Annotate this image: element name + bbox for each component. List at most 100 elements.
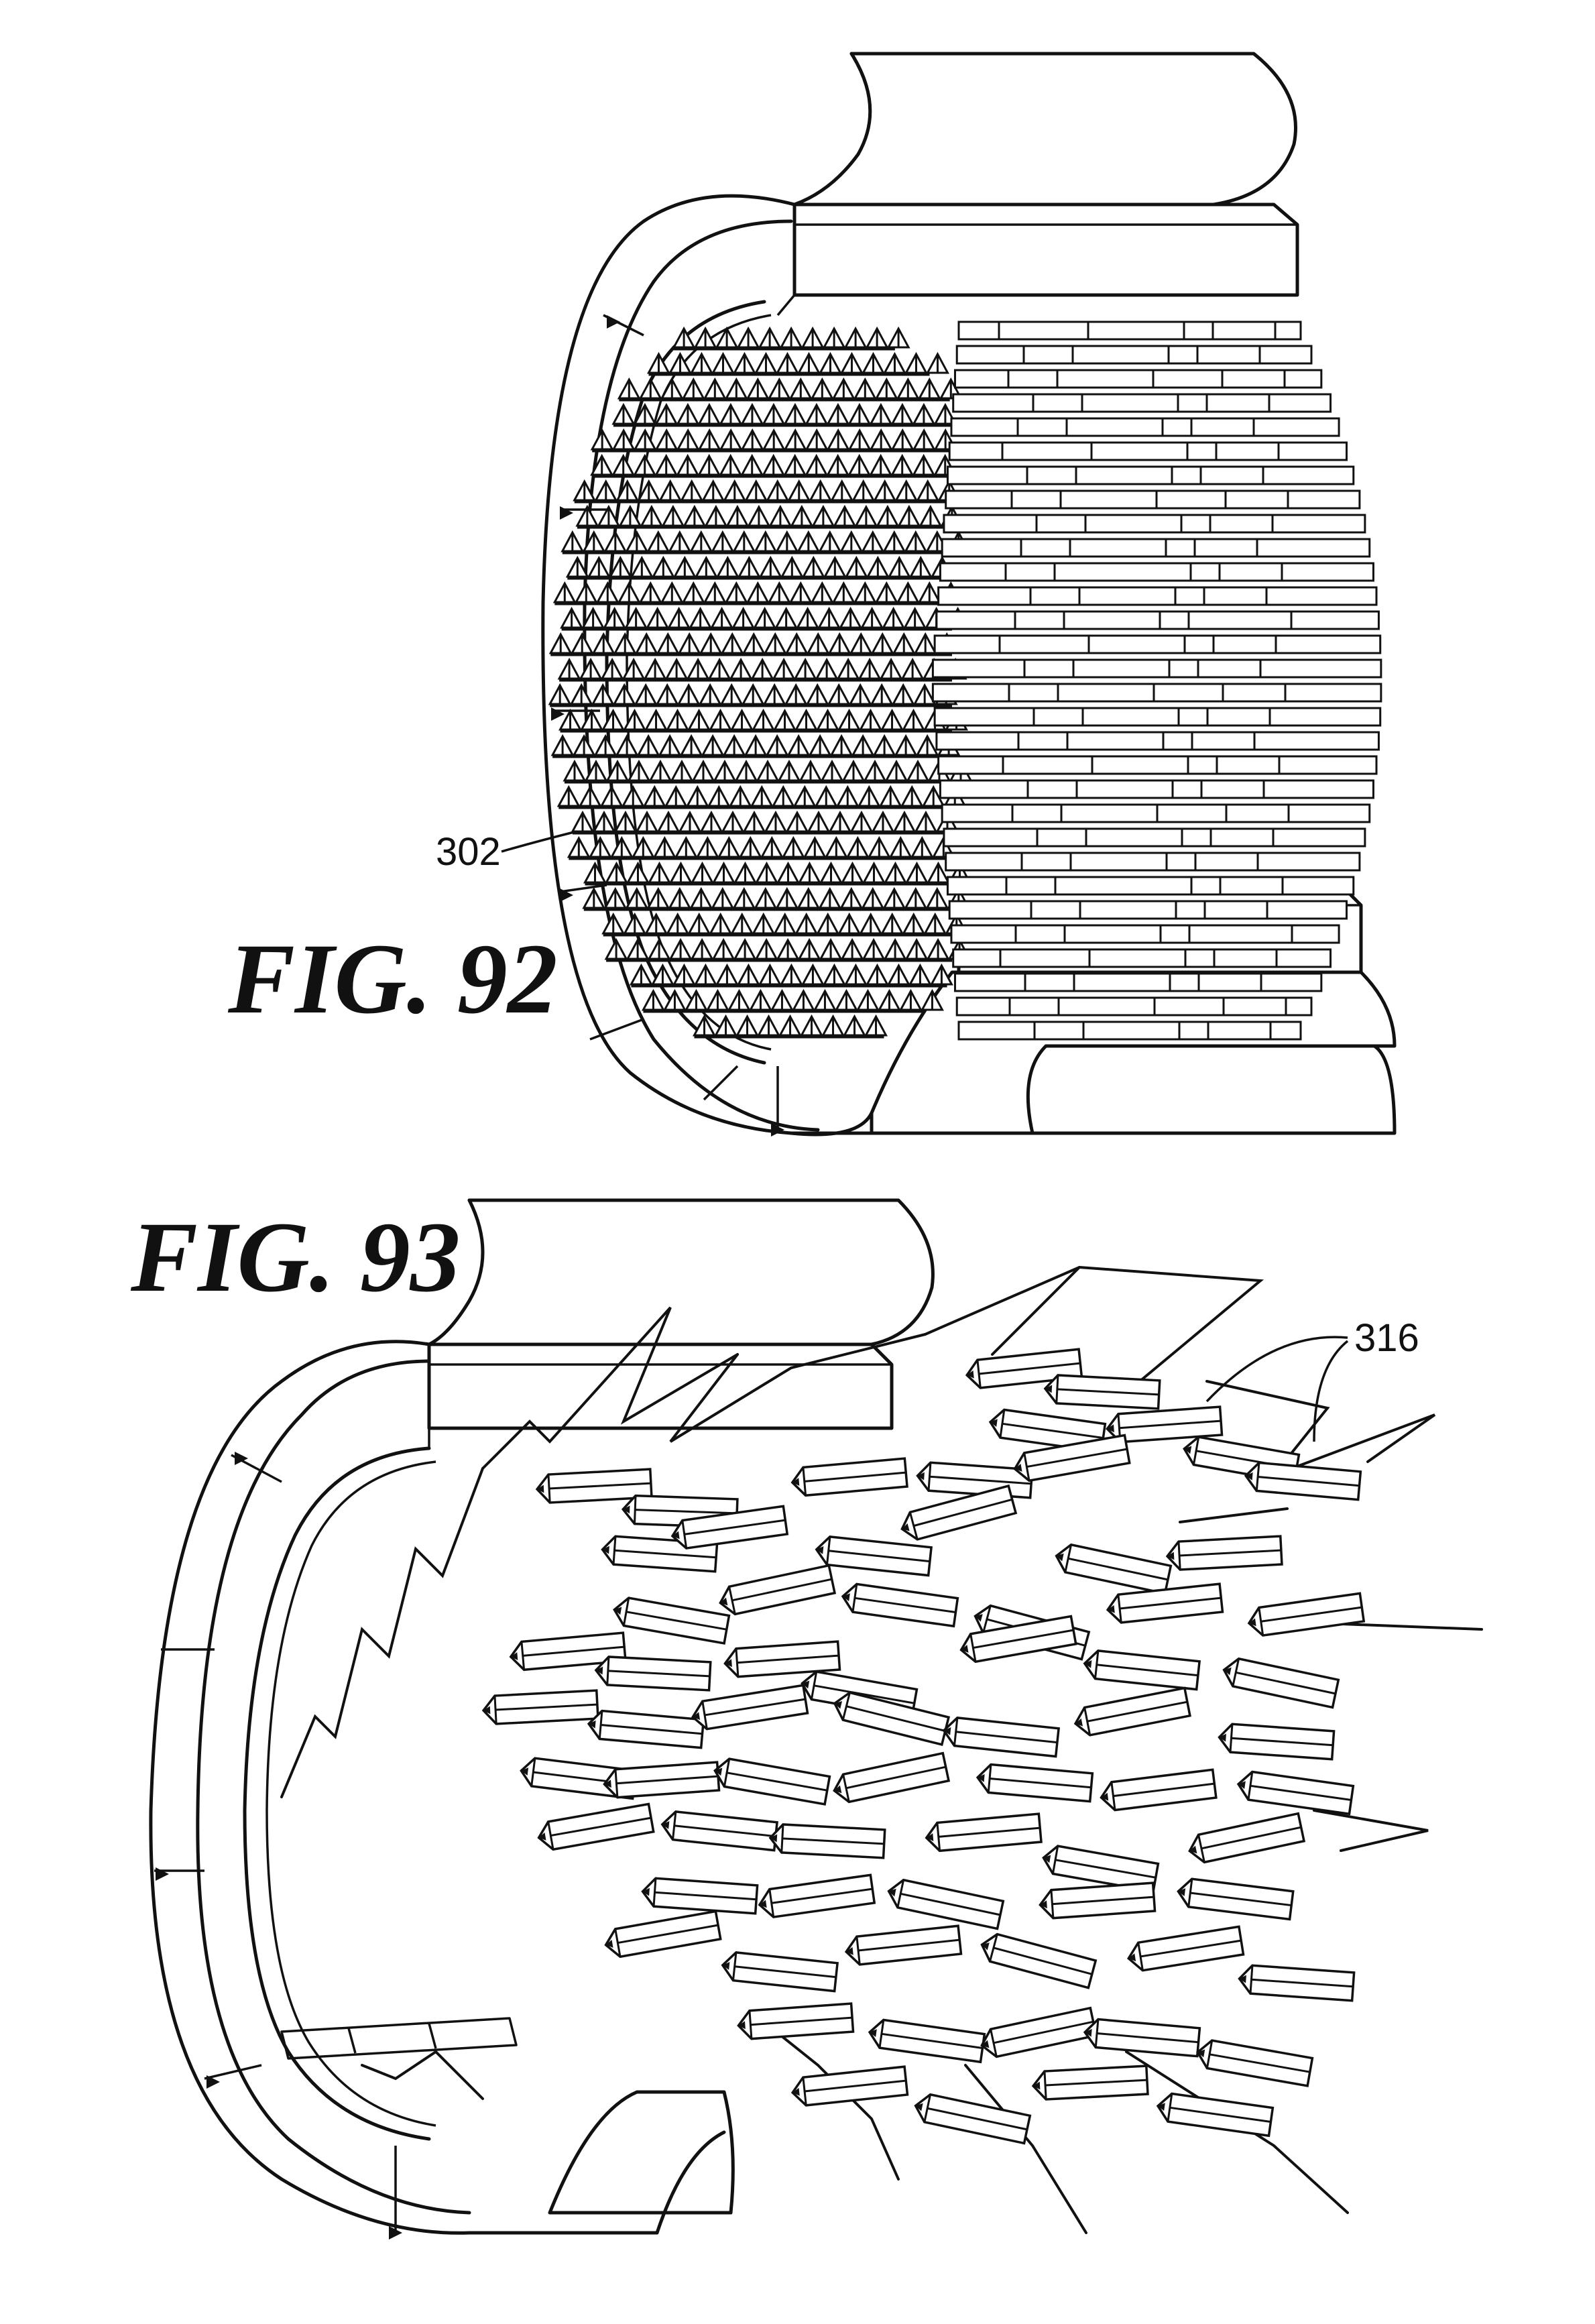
strip xyxy=(941,538,1371,558)
debris-prism-ridge xyxy=(1087,1700,1188,1723)
debris-prism-tip xyxy=(521,1767,529,1776)
fig92-strip-array xyxy=(931,321,1382,1041)
fig92-top-cap xyxy=(792,52,872,207)
debris-prism-ridge xyxy=(1113,1782,1215,1798)
debris-prism xyxy=(1031,2065,1149,2101)
debris-prism-edge xyxy=(1055,1375,1059,1403)
crack-line xyxy=(964,2064,1087,2234)
debris-prism-ridge xyxy=(771,1887,873,1904)
debris-prism-edge xyxy=(1232,1658,1240,1687)
debris-prism xyxy=(942,1717,1060,1758)
debris-prism-tip xyxy=(926,1833,934,1842)
debris-prism-tip xyxy=(1197,2049,1205,2058)
debris-prism-ridge xyxy=(607,1670,710,1678)
debris-prism-ridge xyxy=(635,1509,737,1515)
debris-prism-tip xyxy=(720,1597,728,1606)
debris-prism xyxy=(1055,1543,1173,1595)
fig92-lower-saddle xyxy=(870,970,1397,1135)
debris-prism-tip xyxy=(1158,2103,1165,2111)
debris-prism-tip xyxy=(834,1700,843,1709)
debris-prism-edge xyxy=(701,1700,708,1729)
debris-prism-ridge xyxy=(1260,1606,1362,1623)
debris-prism-edge xyxy=(768,1889,775,1918)
debris-prism xyxy=(1039,1881,1157,1920)
debris-prism-edge xyxy=(1255,1462,1260,1491)
debris-prism-edge xyxy=(989,1934,998,1962)
debris-prism-edge xyxy=(878,2020,885,2048)
debris-prism xyxy=(959,1615,1077,1664)
debris-prism-ridge xyxy=(1235,1671,1336,1695)
debris-prism-ridge xyxy=(989,1777,1091,1789)
debris-prism-edge xyxy=(1137,1942,1144,1971)
debris-prism-edge xyxy=(1110,1782,1116,1810)
debris-prism-edge xyxy=(723,1758,731,1787)
debris-prism xyxy=(737,2002,855,2040)
debris-prism-edge xyxy=(1043,2071,1047,2100)
fig93-top-block xyxy=(427,1342,894,1430)
debris-prism-tip xyxy=(915,2103,923,2111)
debris-prism-edge xyxy=(851,1584,858,1613)
debris-prism-edge xyxy=(896,1879,905,1908)
debris-prism-tip xyxy=(961,1645,969,1653)
debris-prism-edge xyxy=(748,2010,753,2039)
debris-prism xyxy=(613,1596,731,1645)
debris-prism-tip xyxy=(595,1666,603,1675)
debris-prism-ridge xyxy=(1169,2106,1271,2123)
strip xyxy=(941,803,1371,823)
debris-prism-ridge xyxy=(846,1705,946,1732)
debris-prism xyxy=(900,1484,1018,1541)
fig93-joint-markers xyxy=(156,1452,402,2240)
debris-prism-edge xyxy=(826,1536,831,1565)
debris-prism-edge xyxy=(520,1641,526,1670)
debris-prism-ridge xyxy=(731,1578,832,1602)
strip xyxy=(933,707,1382,727)
debris-prism-tip xyxy=(1107,1424,1114,1433)
debris-prism-ridge xyxy=(1096,1664,1199,1677)
debris-prism-ridge xyxy=(782,1837,884,1845)
debris-prism-tip xyxy=(834,1785,842,1794)
strip xyxy=(955,996,1313,1016)
debris-prism-tip xyxy=(1128,1953,1136,1962)
debris-prism-edge xyxy=(622,1597,630,1626)
debris-prism xyxy=(1073,1686,1191,1737)
debris-prism-tip xyxy=(672,1531,680,1539)
debris-prism xyxy=(1188,1812,1306,1864)
debris-prism-tip xyxy=(693,1712,701,1721)
debris-prism-tip xyxy=(605,1940,613,1948)
debris-prism xyxy=(1222,1657,1340,1709)
debris-prism-edge xyxy=(735,1648,740,1677)
fig93-leader-line-b xyxy=(1313,1340,1349,1442)
fig93-inner-liner-2 xyxy=(265,1460,436,2127)
debris-prism-ridge xyxy=(1067,1557,1169,1581)
debris-prism-ridge xyxy=(704,1698,806,1717)
crack-line xyxy=(669,1333,927,1443)
debris-prism-ridge xyxy=(881,2032,983,2049)
debris-prism-ridge xyxy=(813,1684,915,1704)
debris-prism-tip xyxy=(1075,1718,1083,1727)
debris-prism-ridge xyxy=(726,1771,828,1792)
debris-prism-ridge xyxy=(804,1471,906,1483)
debris-prism-tip xyxy=(1239,1975,1246,1983)
fig92-top-block-edge xyxy=(776,223,1297,316)
debris-prism-tip xyxy=(662,1820,670,1829)
debris-prism xyxy=(537,1802,655,1851)
debris-prism-ridge xyxy=(900,1892,1001,1916)
debris-prism-ridge xyxy=(929,1475,1032,1485)
debris-prism-ridge xyxy=(674,1824,776,1838)
debris-prism-edge xyxy=(1094,1650,1100,1679)
debris-prism-ridge xyxy=(550,1816,652,1837)
fig-93-drawing: FIG. 93 xyxy=(130,1198,1483,2240)
debris-prism-tip xyxy=(982,1942,990,1951)
debris-prism xyxy=(1236,1770,1355,1816)
debris-prism-tip xyxy=(1101,1792,1109,1801)
debris-prism xyxy=(1106,1582,1224,1624)
fig92-top-block xyxy=(792,202,1299,297)
debris-prism-edge xyxy=(1187,1879,1193,1908)
debris-prism xyxy=(976,1763,1094,1803)
debris-prism-tip xyxy=(537,1485,544,1493)
debris-prism-tip xyxy=(510,1652,518,1661)
debris-prism-tip xyxy=(604,1780,611,1788)
strip xyxy=(931,658,1382,679)
debris-prism-ridge xyxy=(654,1891,757,1901)
